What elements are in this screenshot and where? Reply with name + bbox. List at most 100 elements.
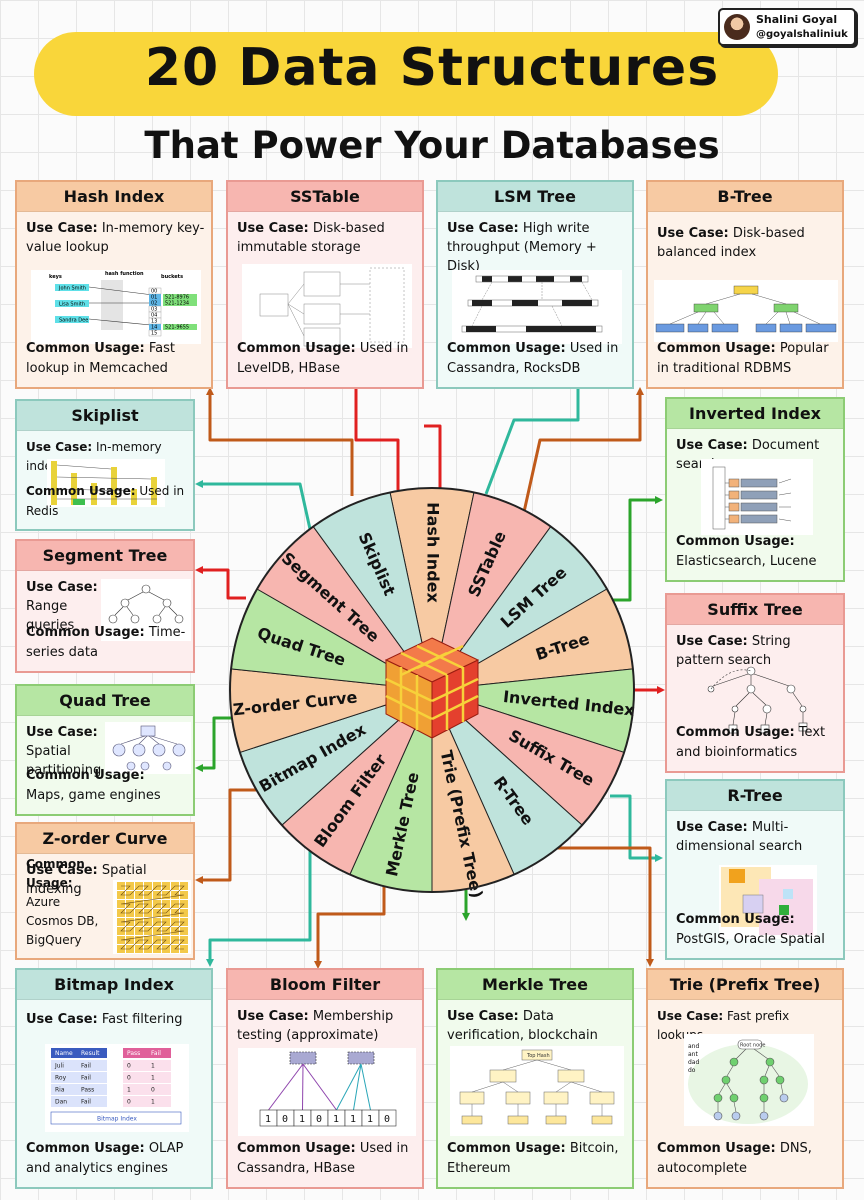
bloom-bit-value: 1 [367,1114,373,1125]
connector-arrow [206,826,312,967]
card-hash-index: Hash Index Use Case: In-memory key-value… [15,180,213,389]
title-highlight [34,32,778,116]
bitmap-cell-text: 1 [151,1099,155,1106]
key-label: John Smith [58,286,86,292]
bitmap-header-text: Pass [127,1050,140,1057]
common-usage: Common Usage: Bitcoin, Ethereum [447,1141,619,1176]
use-case: Use Case: Range queries [26,580,98,633]
wheel-segment-label: Hash Index [424,502,443,603]
bitmap-cell-text: Fail [81,1075,91,1082]
bloom-bit-value: 0 [282,1114,288,1125]
common-usage: Common Usage: Popular in traditional RDB… [657,341,829,376]
trie-word: do [688,1067,696,1074]
bloom-bit-cell [378,1109,397,1127]
bitmap-cell-text: 0 [127,1075,131,1082]
key-box [55,316,89,323]
bitmap-cell [123,1072,147,1083]
hash-function-box [101,280,123,330]
connector-arrow [195,788,256,884]
card-title: Bitmap Index [17,970,211,1000]
connector-arrow [195,480,314,539]
bitmap-cell [147,1096,171,1107]
bitmap-cell [77,1060,107,1071]
common-usage: Common Usage: Used in LevelDB, HBase [237,341,409,376]
bloom-bit-value: 1 [265,1114,271,1125]
svg-text:00: 00 [151,289,157,295]
use-case: Use Case: String pattern search [676,634,791,668]
trie-root-label: Root node [740,1043,765,1049]
common-usage: Common Usage: Maps, game engines [26,768,161,803]
card-title: Quad Tree [17,686,193,716]
connector-arrow [352,359,400,490]
svg-text:03: 03 [151,307,157,313]
bloom-input-box [289,1051,317,1065]
card-title: Suffix Tree [667,595,843,625]
use-case: Use Case: Spatial indexing [26,863,147,897]
card-title: Skiplist [17,401,193,431]
svg-text:14: 14 [151,325,157,331]
connector-arrow [484,359,582,495]
card-title: Z-order Curve [17,824,193,854]
common-usage: Common Usage: PostGIS, Oracle Spatial [676,912,825,947]
connector-arrow [195,566,246,600]
bloom-hash-line [302,1063,337,1111]
author-badge[interactable]: Shalini Goyal @goyalshaliniuk [718,8,856,46]
svg-text:04: 04 [151,313,157,319]
svg-text:15: 15 [151,331,157,337]
card-title: LSM Tree [438,182,632,212]
card-r-tree: R-Tree Use Case: Multi-dimensional searc… [665,779,845,960]
common-usage: Common Usage: Time-series data [26,625,186,660]
use-case: Use Case: Multi-dimensional search [676,820,803,854]
bitmap-cell-text: Roy [55,1075,67,1082]
skiplist-illustration [47,459,165,507]
card-inverted-index: Inverted Index Use Case: Document search… [665,397,845,582]
bitmap-cell-text: 1 [127,1087,131,1094]
svg-text:02: 02 [151,301,157,307]
card-title: Inverted Index [667,399,843,429]
bitmap-header-text: Result [81,1050,100,1057]
bitmap-cell [77,1072,107,1083]
key-box [55,300,89,307]
buckets-label: buckets [161,274,183,280]
common-usage: Common Usage: Elasticsearch, Lucene [676,534,817,569]
author-name: Shalini Goyal [756,13,838,26]
r-tree-illustration [719,865,817,939]
connector-arrow [314,886,386,969]
bloom-hash-line [336,1063,362,1111]
card-lsm-tree: LSM Tree Use Case: High write throughput… [436,180,634,389]
bitmap-cell-text: Fail [81,1063,91,1070]
bitmap-cell [51,1084,77,1095]
card-title: B-Tree [648,182,842,212]
connector-arrow [206,387,354,496]
use-case: Use Case: Membership testing (approximat… [237,1009,394,1043]
bitmap-cell-text: Dan [55,1099,67,1106]
z-order-illustration [113,880,191,954]
bucket-list: 00 01 02 03 04 13 14 15 521-8976 521-123… [148,287,197,337]
use-case: Use Case: Spatial partitioning [26,725,102,778]
svg-text:521-9655: 521-9655 [165,325,189,331]
bitmap-cell-text: 1 [151,1063,155,1070]
wheel-rim [229,487,635,893]
bitmap-cell [123,1060,147,1071]
bloom-bit-value: 0 [316,1114,322,1125]
bitmap-cell-text: Fail [81,1099,91,1106]
card-suffix-tree: Suffix Tree Use Case: String pattern sea… [665,593,845,773]
card-skiplist: Skiplist Use Case: In-memory indexing Co… [15,399,195,531]
card-title: Bloom Filter [228,970,422,1000]
svg-text:521-1234: 521-1234 [165,301,189,307]
b-tree-illustration [654,280,838,342]
bitmap-cell [147,1060,171,1071]
card-quad-tree: Quad Tree Use Case: Spatial partitioning… [15,684,195,816]
bitmap-cell [123,1096,147,1107]
bloom-hash-line [302,1063,304,1111]
bloom-hash-line [360,1063,371,1111]
card-title: Merkle Tree [438,970,632,1000]
common-usage: Common Usage: Fast lookup in Memcached [26,341,175,376]
svg-text:13: 13 [151,319,157,325]
bitmap-header-cell [77,1048,107,1058]
common-usage: Common Usage: Used in Cassandra, HBase [237,1141,409,1176]
use-case: Use Case: In-memory key-value lookup [26,221,205,255]
common-usage: Common Usage: Used in Cassandra, RocksDB [447,341,619,376]
